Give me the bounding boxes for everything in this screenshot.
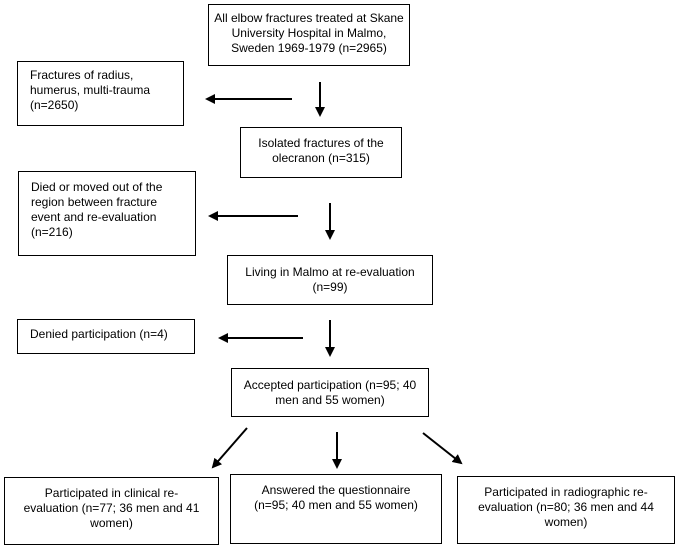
box-isolated-olecranon: Isolated fractures of the olecranon (n=3… [240,127,402,178]
box-text-line: evaluation (n=77; 36 men and 41 [23,501,200,515]
box-radiographic-re-evaluation: Participated in radiographic re- evaluat… [457,476,675,544]
box-text-line: evaluation (n=80; 36 men and 44 [478,500,654,514]
box-text-line: Accepted participation (n=95; 40 [243,378,417,392]
box-text-line: men and 55 women) [275,393,385,407]
box-text-line: event and re-evaluation [31,210,157,224]
box-excluded-fractures: Fractures of radius, humerus, multi-trau… [17,61,184,126]
box-text-line: (n=2650) [30,98,79,112]
box-text-line: women) [544,515,588,529]
box-text-line: (n=216) [31,225,73,239]
box-text-line: Living in Malmo at re-evaluation [245,265,415,279]
box-text-line: Denied participation (n=4) [30,327,168,341]
box-text-line: olecranon (n=315) [272,151,370,165]
box-accepted-participation: Accepted participation (n=95; 40 men and… [231,368,429,417]
box-clinical-re-evaluation: Participated in clinical re- evaluation … [4,477,219,545]
box-living-malmo: Living in Malmo at re-evaluation (n=99) [227,255,433,305]
arrow-diag-right [422,432,463,465]
box-denied-participation: Denied participation (n=4) [17,319,195,354]
box-text-line: humerus, multi-trauma [30,83,151,97]
box-text-line: (n=99) [312,280,348,294]
box-text-line: Sweden 1969-1979 (n=2965) [231,41,387,55]
box-text-line: Participated in radiographic re- [484,485,648,499]
box-text-line: Participated in clinical re- [44,486,179,500]
box-text-line: University Hospital in Malmo, [231,26,387,40]
box-text-line: Died or moved out of the [31,180,163,194]
box-text-line: Fractures of radius, [30,68,134,82]
box-text-line: Isolated fractures of the [258,136,384,150]
arrow-diag-left [211,427,248,469]
box-text-line: (n=95; 40 men and 55 women) [254,498,418,512]
box-text-line: women) [90,516,133,530]
box-all-elbow-fractures: All elbow fractures treated at Skane Uni… [208,4,410,66]
box-questionnaire: Answered the questionnaire (n=95; 40 men… [230,474,442,544]
box-text-line: All elbow fractures treated at Skane [214,11,404,25]
box-text-line: region between fracture [31,195,158,209]
box-died-moved: Died or moved out of the region between … [18,171,196,256]
box-text-line: Answered the questionnaire [261,483,411,497]
